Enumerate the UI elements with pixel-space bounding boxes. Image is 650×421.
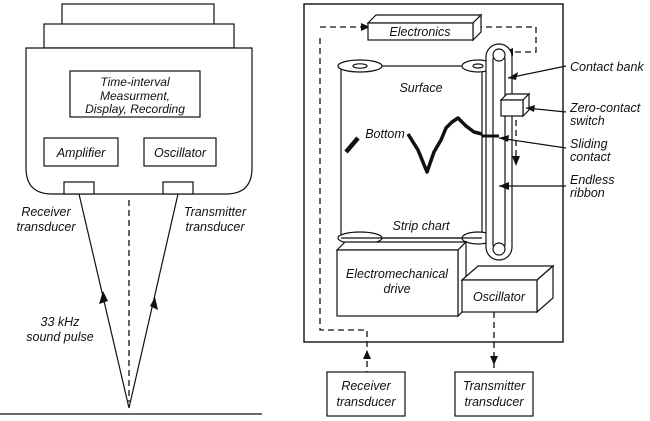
processor-label-line2: Measurment,	[100, 89, 170, 103]
surface-label: Surface	[399, 81, 442, 95]
electronics-label: Electronics	[389, 25, 450, 39]
receiver-box-label-line1: Receiver	[341, 379, 391, 393]
bottom-label: Bottom	[365, 127, 405, 141]
electronics-right-wire	[476, 26, 537, 53]
top-roll-left-hub	[352, 63, 368, 69]
return-ray-arrow	[99, 291, 108, 304]
zero-contact-leader-arrow	[526, 105, 535, 112]
processor-box	[69, 70, 201, 118]
top-roll-right-hub	[472, 63, 484, 69]
oscillator-box-left	[143, 137, 217, 167]
electronics-input-arrow	[361, 23, 370, 31]
strip-chart-label: Strip chart	[393, 219, 450, 233]
transmitter-transducer-block	[162, 181, 194, 195]
receiver-label-line1: Receiver	[21, 205, 71, 219]
recorder-housing	[303, 3, 564, 343]
strip-chart-paper	[340, 65, 483, 239]
sliding-contact-leader	[498, 137, 567, 149]
instrument-top-cap	[61, 3, 215, 27]
ribbon-top-pulley	[492, 48, 506, 62]
left-system: Time-interval Measurment, Display, Recor…	[0, 3, 262, 415]
instrument-body	[25, 47, 253, 195]
endless-ribbon-belt	[485, 43, 513, 261]
oscillator-label-right: Oscillator	[473, 290, 526, 304]
contact-bank-leader	[507, 65, 567, 79]
zero-contact-label-line2: switch	[570, 114, 605, 128]
electronics-box	[367, 22, 474, 41]
electromechanical-drive	[336, 249, 459, 317]
electronics-box-top	[366, 14, 483, 24]
oscillator-box-right	[461, 279, 538, 313]
ribbon-label-line2: ribbon	[570, 186, 605, 200]
zero-contact-label-line1: Zero-contact	[569, 101, 641, 115]
receiver-label-line2: transducer	[16, 220, 76, 234]
amplifier-box	[43, 137, 119, 167]
pulse-label-line2: sound pulse	[26, 330, 93, 344]
processor-label-line1: Time-interval	[100, 75, 170, 89]
transmitter-wire-arrow	[490, 356, 498, 365]
instrument-upper-cap	[43, 23, 235, 49]
transmitter-box-label-line1: Transmitter	[463, 379, 526, 393]
receiver-box-label-line2: transducer	[336, 395, 396, 409]
transmitter-box-label-line2: transducer	[464, 395, 524, 409]
oscillator-label-left: Oscillator	[154, 146, 207, 160]
drive-label-line1: Electromechanical	[346, 267, 449, 281]
sliding-contact-label-line1: Sliding	[570, 137, 608, 151]
ribbon-bottom-pulley	[492, 242, 506, 256]
receiver-transducer-box	[326, 371, 406, 417]
depth-trace-profile	[406, 116, 483, 174]
contact-bank-label: Contact bank	[570, 60, 644, 74]
sliding-contact-leader-arrow	[499, 135, 509, 142]
drive-label-line2: drive	[383, 282, 410, 296]
amplifier-label: Amplifier	[56, 146, 106, 160]
ribbon-label-line1: Endless	[570, 173, 614, 187]
processor-label-line3: Display, Recording	[85, 102, 185, 116]
ribbon-direction-arrow	[512, 156, 520, 166]
receiver-wire-arrow	[363, 350, 371, 359]
zero-contact-switch	[500, 99, 524, 117]
ribbon-leader-arrow	[499, 182, 509, 190]
sliding-contact-label-line2: contact	[570, 150, 611, 164]
transmitter-label-line2: transducer	[185, 220, 245, 234]
receiver-transducer-block	[63, 181, 95, 195]
right-system: Electronics Surface Bottom Strip chart	[303, 3, 644, 417]
contact-bank-leader-arrow	[508, 72, 518, 80]
depth-trace-left	[344, 136, 360, 154]
pulse-label-line1: 33 kHz	[41, 315, 81, 329]
transmitter-label-line1: Transmitter	[184, 205, 247, 219]
outgoing-ray-arrow	[150, 297, 158, 310]
transmitter-transducer-box	[454, 371, 534, 417]
drive-box-top	[335, 241, 468, 251]
